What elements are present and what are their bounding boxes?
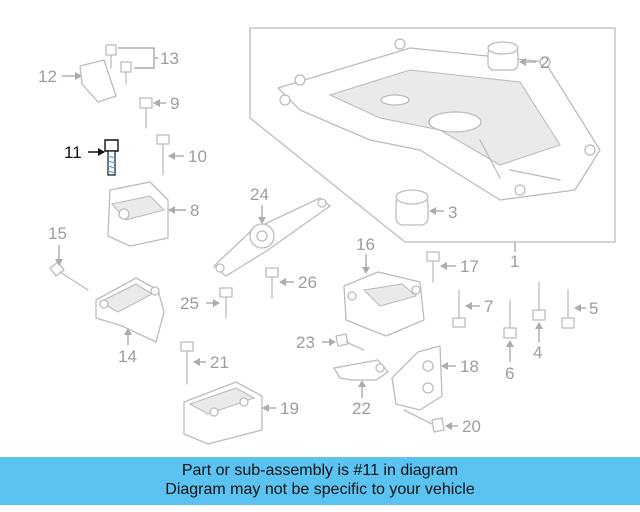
callout-9: 9 bbox=[170, 94, 179, 113]
callout-5: 5 bbox=[589, 299, 598, 318]
bolt-part-25 bbox=[206, 287, 233, 319]
bolt-part-21 bbox=[180, 341, 206, 385]
callout-24: 24 bbox=[250, 185, 269, 204]
callout-10: 10 bbox=[188, 147, 207, 166]
callout-20: 20 bbox=[462, 417, 481, 436]
callout-13: 13 bbox=[160, 49, 179, 68]
mount-part-16 bbox=[343, 254, 425, 337]
bolt-part-6 bbox=[503, 299, 517, 362]
info-banner: Part or sub-assembly is #11 in diagram D… bbox=[0, 457, 640, 505]
bushing-part-2 bbox=[487, 41, 536, 71]
callout-labels: 1 2 3 4 5 6 7 8 9 10 11 12 13 14 15 16 1… bbox=[38, 49, 598, 436]
callout-1: 1 bbox=[510, 252, 519, 271]
bolt-part-5 bbox=[561, 289, 586, 329]
bolt-part-23 bbox=[322, 333, 365, 351]
subframe-group bbox=[249, 27, 616, 252]
callout-15: 15 bbox=[48, 224, 67, 243]
bolt-part-7 bbox=[452, 289, 480, 328]
mount-part-8 bbox=[107, 181, 186, 247]
bolt-part-20 bbox=[403, 409, 458, 433]
callout-4: 4 bbox=[533, 343, 542, 362]
callout-23: 23 bbox=[296, 333, 315, 352]
bolt-part-4 bbox=[532, 281, 546, 342]
bracket-part-14 bbox=[95, 277, 165, 345]
bolt-part-15 bbox=[49, 245, 89, 291]
callout-8: 8 bbox=[190, 201, 199, 220]
callout-17: 17 bbox=[460, 257, 479, 276]
bolt-part-9 bbox=[139, 97, 166, 129]
parts-diagram: 1 2 3 4 5 6 7 8 9 10 11 12 13 14 15 16 1… bbox=[38, 27, 616, 445]
banner-line-2: Diagram may not be specific to your vehi… bbox=[165, 481, 475, 498]
callout-21: 21 bbox=[210, 353, 229, 372]
banner-line-1: Part or sub-assembly is #11 in diagram bbox=[181, 462, 459, 479]
callout-12: 12 bbox=[38, 67, 57, 86]
bolt-part-11 bbox=[88, 139, 119, 176]
callout-6: 6 bbox=[505, 364, 514, 383]
callout-2: 2 bbox=[540, 53, 549, 72]
bracket-part-18 bbox=[391, 345, 456, 411]
callout-22: 22 bbox=[352, 399, 371, 418]
bushing-part-3 bbox=[395, 189, 444, 226]
bolt-part-17 bbox=[426, 251, 456, 283]
bracket-part-12 bbox=[62, 59, 117, 103]
callout-14: 14 bbox=[118, 347, 137, 366]
bolt-part-26 bbox=[265, 267, 294, 299]
mount-part-19 bbox=[183, 381, 276, 445]
callout-7: 7 bbox=[484, 297, 493, 316]
bolts-part-13 bbox=[105, 44, 158, 85]
bracket-part-22 bbox=[333, 359, 389, 398]
callout-26: 26 bbox=[298, 273, 317, 292]
torque-arm-part-24 bbox=[213, 197, 331, 277]
callout-16: 16 bbox=[356, 235, 375, 254]
callout-18: 18 bbox=[460, 357, 479, 376]
callout-19: 19 bbox=[280, 399, 299, 418]
callout-3: 3 bbox=[448, 203, 457, 222]
bolt-part-10 bbox=[156, 134, 184, 176]
callout-11: 11 bbox=[64, 143, 82, 162]
callout-25: 25 bbox=[180, 294, 199, 313]
